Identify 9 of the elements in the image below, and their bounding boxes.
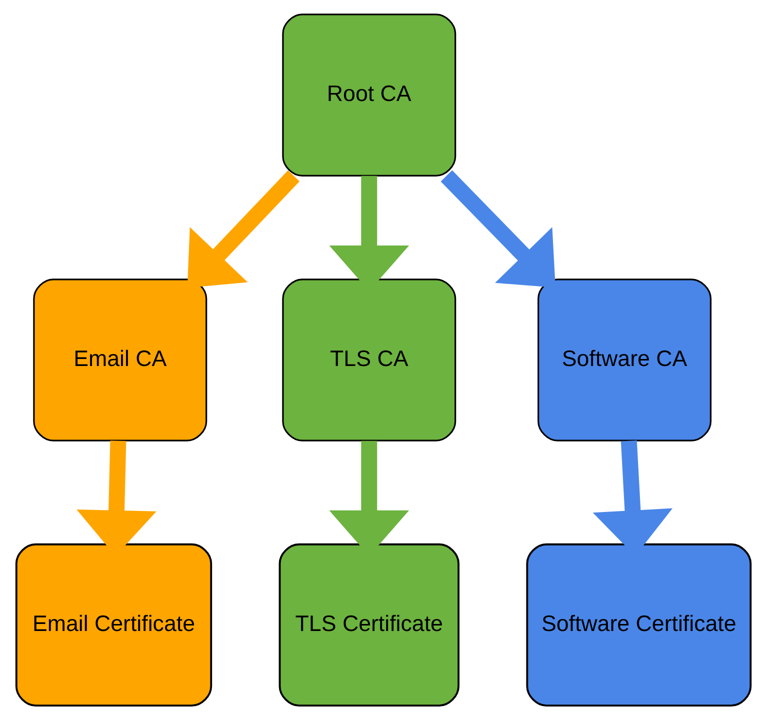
arrow xyxy=(440,170,556,288)
node-box: Software Certificate xyxy=(526,543,752,707)
node-box: Email CA xyxy=(33,278,208,442)
node-box: Software CA xyxy=(538,278,712,442)
node-box: TLS Certificate xyxy=(278,543,460,707)
node-box: Root CA xyxy=(282,14,456,176)
arrow xyxy=(187,170,300,288)
node-box: TLS CA xyxy=(282,278,456,442)
node-box: Email Certificate xyxy=(15,543,212,707)
